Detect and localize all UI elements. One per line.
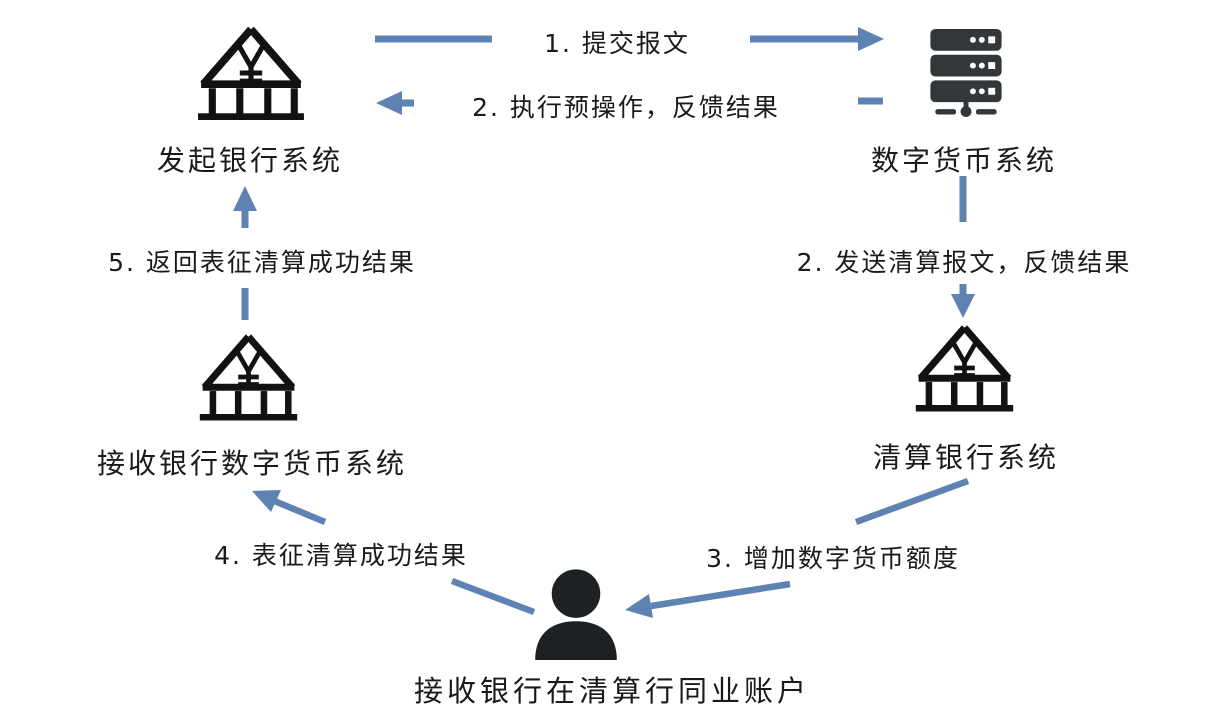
flow-label-step4: 4. 表征清算成功结果 (214, 541, 468, 570)
server-icon (930, 28, 1002, 118)
arrow-step3 (625, 477, 970, 618)
person-icon (533, 566, 619, 661)
flow-label-step2-clearing: 2. 发送清算报文，反馈结果 (796, 248, 1132, 277)
node-label-digital-currency-system: 数字货币系统 (870, 144, 1058, 177)
bank-icon (916, 328, 1013, 409)
flow-label-step3: 3. 增加数字货币额度 (706, 544, 960, 573)
arrow-step2-feedback (376, 91, 883, 115)
node-label-interbank-account: 接收银行在清算行同业账户 (413, 674, 811, 708)
node-label-clearing-bank: 清算银行系统 (872, 441, 1060, 474)
arrow-step2-clearing (951, 176, 975, 318)
arrow-step5 (233, 186, 257, 320)
arrow-step4 (252, 490, 536, 616)
node-label-initiating-bank: 发起银行系统 (156, 144, 344, 177)
node-label-receiving-bank: 接收银行数字货币系统 (96, 447, 408, 480)
flow-label-step1: 1. 提交报文 (544, 29, 690, 58)
bank-icon (200, 337, 297, 418)
flow-label-step5: 5. 返回表征清算成功结果 (108, 248, 416, 277)
arrow-step1 (375, 27, 884, 51)
flow-label-step2-feedback: 2. 执行预操作，反馈结果 (472, 93, 780, 122)
bank-icon (198, 29, 304, 117)
